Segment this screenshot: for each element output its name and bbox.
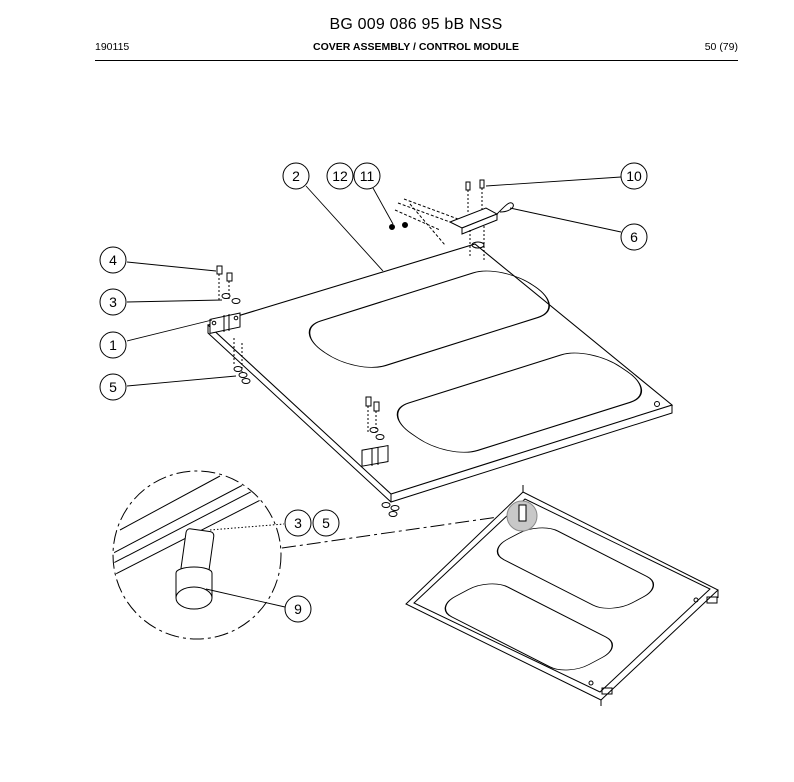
latch-assembly bbox=[389, 179, 514, 262]
callout-5 bbox=[99, 373, 127, 401]
callout-9-label: 9 bbox=[294, 601, 302, 617]
callout-3-detail-label: 3 bbox=[294, 515, 302, 531]
section-title: COVER ASSEMBLY / CONTROL MODULE bbox=[313, 41, 519, 53]
callout-6-label: 6 bbox=[630, 229, 638, 245]
callout-6 bbox=[620, 223, 648, 251]
detail-view bbox=[112, 470, 285, 640]
page-number: 50 (79) bbox=[704, 41, 738, 53]
hinge-lower bbox=[361, 444, 389, 467]
detail-connector-line bbox=[281, 514, 513, 549]
callout-leaders bbox=[126, 176, 622, 608]
callout-10 bbox=[620, 162, 648, 190]
callout-1 bbox=[99, 331, 127, 359]
callout-4-label: 4 bbox=[109, 252, 117, 268]
callout-3-detail bbox=[284, 509, 312, 537]
callout-12-label: 12 bbox=[332, 168, 348, 184]
callout-1-label: 1 bbox=[109, 337, 117, 353]
callout-3-label: 3 bbox=[109, 294, 117, 310]
callout-4 bbox=[99, 246, 127, 274]
callout-2-label: 2 bbox=[292, 168, 300, 184]
callout-2 bbox=[282, 162, 310, 190]
header-rule bbox=[95, 60, 738, 61]
underside-panel bbox=[405, 485, 719, 706]
callout-5-detail bbox=[312, 509, 340, 537]
callout-12 bbox=[326, 162, 354, 190]
callout-11 bbox=[353, 162, 381, 190]
callout-10-label: 10 bbox=[626, 168, 642, 184]
callout-9 bbox=[284, 595, 312, 623]
callout-3 bbox=[99, 288, 127, 316]
callout-5-detail-label: 5 bbox=[322, 515, 330, 531]
document-number: BG 009 086 95 bB NSS bbox=[329, 16, 503, 33]
callout-11-label: 11 bbox=[360, 168, 375, 184]
date-code: 190115 bbox=[95, 41, 130, 53]
cover-panel bbox=[206, 243, 674, 503]
hardware-fasteners bbox=[216, 265, 400, 517]
callout-5-label: 5 bbox=[109, 379, 117, 395]
hinge-upper bbox=[209, 312, 241, 334]
